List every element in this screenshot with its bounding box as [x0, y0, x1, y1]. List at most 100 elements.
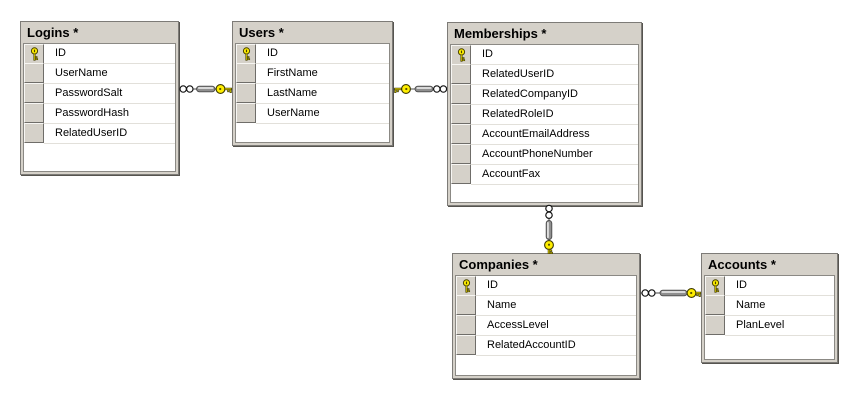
column-name: UserName: [44, 64, 175, 84]
table-row[interactable]: PlanLevel: [705, 315, 834, 336]
row-selector[interactable]: [24, 123, 44, 143]
table-row[interactable]: RelatedUserID: [24, 123, 175, 144]
column-name: UserName: [256, 104, 389, 124]
row-selector[interactable]: [451, 84, 471, 104]
primary-key-row-selector[interactable]: [456, 276, 476, 296]
table-title-bar[interactable]: Accounts *: [702, 254, 837, 275]
row-selector[interactable]: [456, 295, 476, 315]
column-name: PasswordSalt: [44, 84, 175, 104]
column-name: AccountPhoneNumber: [471, 145, 638, 165]
table-row[interactable]: PasswordSalt: [24, 83, 175, 104]
relationship-companies-accounts[interactable]: [640, 285, 701, 301]
row-selector[interactable]: [236, 63, 256, 83]
table-row[interactable]: RelatedCompanyID: [451, 84, 638, 105]
row-selector[interactable]: [24, 83, 44, 103]
primary-key-row-selector[interactable]: [705, 276, 725, 296]
table-title: Users *: [239, 25, 284, 40]
key-icon: [544, 240, 554, 254]
key-icon: [394, 84, 411, 94]
table-row[interactable]: ID: [451, 45, 638, 65]
key-icon: [242, 47, 250, 61]
key-icon: [711, 279, 719, 293]
column-name: FirstName: [256, 64, 389, 84]
row-selector[interactable]: [705, 295, 725, 315]
table-row[interactable]: ID: [236, 44, 389, 64]
row-selector[interactable]: [451, 164, 471, 184]
key-icon: [215, 84, 232, 94]
table-row[interactable]: Name: [705, 295, 834, 316]
connector-bar-highlight: [661, 291, 686, 293]
row-selector[interactable]: [24, 63, 44, 83]
column-name: RelatedAccountID: [476, 336, 636, 356]
table-row[interactable]: ID: [24, 44, 175, 64]
relationship-users-memberships[interactable]: [393, 81, 447, 97]
connector-bar: [196, 85, 216, 93]
row-selector[interactable]: [236, 103, 256, 123]
table-title-bar[interactable]: Logins *: [21, 22, 178, 43]
column-name: AccessLevel: [476, 316, 636, 336]
connector-bar: [659, 289, 688, 297]
connector-bar-highlight: [547, 222, 549, 238]
table-row[interactable]: AccountPhoneNumber: [451, 144, 638, 165]
connector-bar: [545, 220, 553, 240]
column-name: ID: [44, 44, 175, 64]
table-title: Logins *: [27, 25, 79, 40]
table-row[interactable]: AccessLevel: [456, 315, 636, 336]
table-title-bar[interactable]: Memberships *: [448, 23, 641, 44]
table-row[interactable]: Name: [456, 295, 636, 316]
table-row[interactable]: UserName: [24, 63, 175, 84]
row-selector[interactable]: [451, 104, 471, 124]
relationship-logins-users[interactable]: [179, 81, 232, 97]
table-row[interactable]: PasswordHash: [24, 103, 175, 124]
relationship-memberships-companies[interactable]: [541, 203, 558, 254]
key-icon: [686, 288, 701, 298]
connector-bar-highlight: [198, 87, 214, 89]
row-selector[interactable]: [451, 144, 471, 164]
table-row[interactable]: LastName: [236, 83, 389, 104]
table-title: Accounts *: [708, 257, 776, 272]
key-icon: [457, 48, 465, 62]
row-selector[interactable]: [456, 335, 476, 355]
row-selector[interactable]: [236, 83, 256, 103]
table-row[interactable]: ID: [705, 276, 834, 296]
table-title-bar[interactable]: Companies *: [453, 254, 639, 275]
table-row[interactable]: RelatedAccountID: [456, 335, 636, 356]
column-name: AccountEmailAddress: [471, 125, 638, 145]
row-selector[interactable]: [451, 124, 471, 144]
row-selector[interactable]: [24, 103, 44, 123]
column-name: ID: [471, 45, 638, 65]
row-selector[interactable]: [451, 64, 471, 84]
column-name: RelatedCompanyID: [471, 85, 638, 105]
table-row[interactable]: RelatedUserID: [451, 64, 638, 85]
table-row[interactable]: AccountFax: [451, 164, 638, 185]
table-row[interactable]: ID: [456, 276, 636, 296]
table-row[interactable]: UserName: [236, 103, 389, 124]
column-name: ID: [725, 276, 834, 296]
table-row[interactable]: FirstName: [236, 63, 389, 84]
table-row[interactable]: AccountEmailAddress: [451, 124, 638, 145]
column-name: PlanLevel: [725, 316, 834, 336]
row-selector[interactable]: [456, 315, 476, 335]
row-selector[interactable]: [705, 315, 725, 335]
primary-key-row-selector[interactable]: [451, 45, 471, 65]
column-name: LastName: [256, 84, 389, 104]
table-title-bar[interactable]: Users *: [233, 22, 392, 43]
infinity-icon: [545, 204, 553, 220]
primary-key-row-selector[interactable]: [236, 44, 256, 64]
primary-key-row-selector[interactable]: [24, 44, 44, 64]
column-name: ID: [256, 44, 389, 64]
column-name: ID: [476, 276, 636, 296]
column-name: AccountFax: [471, 165, 638, 185]
connector-bar: [414, 85, 434, 93]
table-row[interactable]: RelatedRoleID: [451, 104, 638, 125]
